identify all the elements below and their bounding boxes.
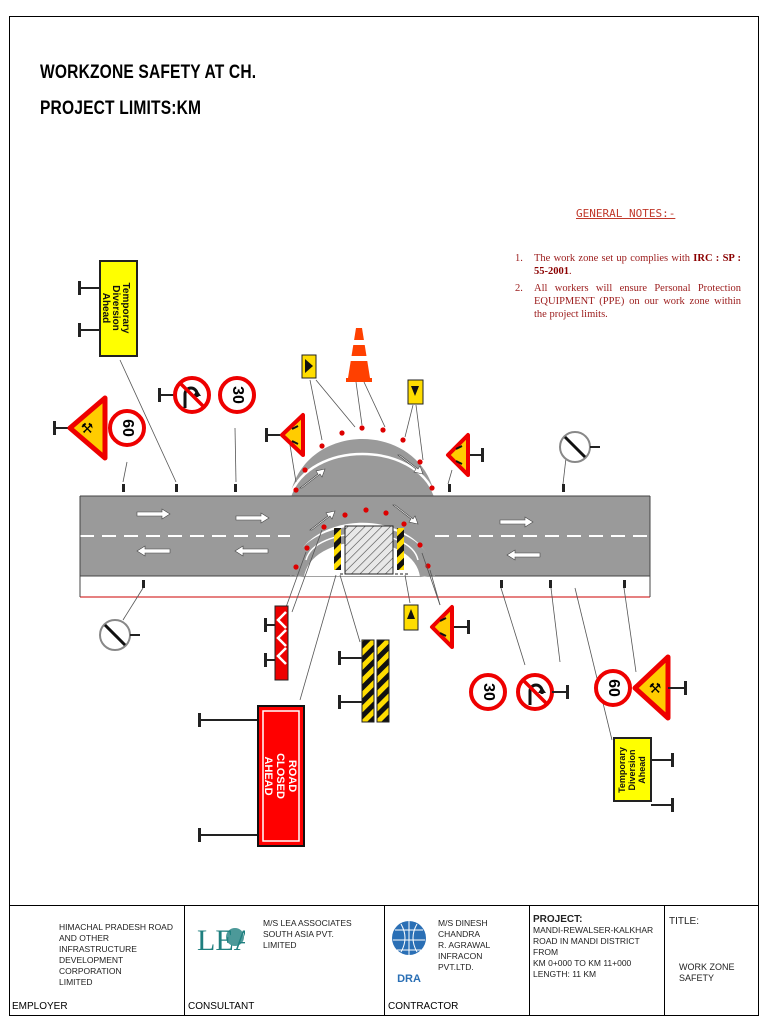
worker-icon: ⚒	[81, 420, 94, 436]
no-turn-sign-top	[158, 376, 211, 414]
contractor-cell: DRA M/S DINESH CHANDRA R. AGRAWAL INFRAC…	[385, 906, 530, 1016]
striped-barricades	[338, 639, 390, 723]
title-value: WORK ZONE SAFETY	[679, 962, 735, 983]
no-turn-sign-bottom	[516, 673, 569, 711]
road-closed-text: ROAD	[286, 760, 298, 792]
chevron-board-red	[264, 605, 289, 681]
svg-text:Diversion: Diversion	[110, 285, 121, 331]
consultant-label: CONSULTANT	[188, 1001, 255, 1012]
note-item: 1. The work zone set up complies with IR…	[515, 253, 741, 277]
lea-logo: LEA	[195, 916, 245, 958]
work-area	[344, 525, 394, 575]
svg-text:30: 30	[229, 386, 246, 404]
project-cell: PROJECT: MANDI-REWALSER-KALKHAR ROAD IN …	[530, 906, 665, 1016]
chevron-sign-top-right	[407, 379, 424, 405]
men-at-work-sign-left: ⚒	[53, 395, 108, 461]
contractor-label: CONTRACTOR	[388, 1001, 459, 1012]
barricade-right	[397, 528, 404, 570]
project-limits-title: PROJECT LIMITS:KM	[40, 98, 202, 119]
svg-text:DRA: DRA	[397, 973, 421, 985]
svg-text:Ahead: Ahead	[100, 293, 111, 324]
employer-label: EMPLOYER	[12, 1001, 68, 1012]
road-closed-sign: ROAD CLOSED AHEAD	[198, 705, 305, 847]
barricade-left	[334, 528, 341, 570]
svg-text:Temporary: Temporary	[617, 747, 627, 793]
project-heading: PROJECT:	[533, 914, 583, 925]
traffic-cone	[346, 328, 372, 382]
svg-text:60: 60	[119, 419, 136, 437]
men-at-work-sign-right: ⚒	[632, 654, 687, 721]
title-cell: TITLE: WORK ZONE SAFETY	[665, 906, 759, 1016]
speed-limit-sign-30-bottom: 30	[469, 673, 507, 711]
general-notes-heading: GENERAL NOTES:-	[576, 207, 676, 220]
drawing-title: WORKZONE SAFETY AT CH.	[40, 62, 257, 83]
worker-icon: ⚒	[649, 680, 662, 696]
narrow-road-sign-right	[446, 433, 484, 477]
delineators	[293, 425, 435, 570]
consultant-cell: LEA M/S LEA ASSOCIATES SOUTH ASIA PVT. L…	[185, 906, 385, 1016]
general-notes: 1. The work zone set up complies with IR…	[515, 252, 741, 325]
title-heading: TITLE:	[669, 916, 700, 927]
svg-text:Diversion: Diversion	[627, 749, 637, 790]
speed-limit-sign-60-left: 60	[108, 409, 146, 447]
diversion-sign-text: Temporary	[120, 283, 131, 334]
employer-cell: HIMACHAL PRADESH ROAD AND OTHER INFRASTR…	[9, 906, 185, 1016]
chevron-sign-top-left	[301, 354, 317, 379]
leader-lines	[119, 359, 637, 741]
temporary-diversion-sign-bottom: Temporary Diversion Ahead	[613, 737, 674, 812]
sign-posts	[122, 484, 626, 588]
chevron-sign-bottom	[403, 604, 419, 631]
dra-logo: DRA	[392, 921, 426, 985]
speed-limit-sign-30-top: 30	[218, 376, 256, 414]
note-item: 2. All workers will ensure Personal Prot…	[515, 283, 741, 320]
svg-text:Ahead: Ahead	[637, 756, 647, 784]
lane-arrows	[136, 454, 541, 561]
narrow-road-sign-left	[265, 413, 305, 457]
svg-text:CLOSED: CLOSED	[274, 753, 286, 799]
end-restriction-sign-left	[99, 619, 140, 651]
narrow-road-sign-bottom	[430, 605, 470, 649]
svg-text:30: 30	[480, 683, 497, 701]
end-restriction-sign-right	[559, 431, 600, 463]
title-block: HIMACHAL PRADESH ROAD AND OTHER INFRASTR…	[9, 905, 759, 1016]
svg-text:60: 60	[605, 679, 622, 697]
work-zone-diagram: Temporary Diversion Ahead ⚒ 60 30	[53, 260, 687, 847]
svg-text:AHEAD: AHEAD	[262, 756, 274, 795]
temporary-diversion-sign-top: Temporary Diversion Ahead	[78, 260, 138, 357]
speed-limit-sign-60-right: 60	[594, 669, 632, 707]
